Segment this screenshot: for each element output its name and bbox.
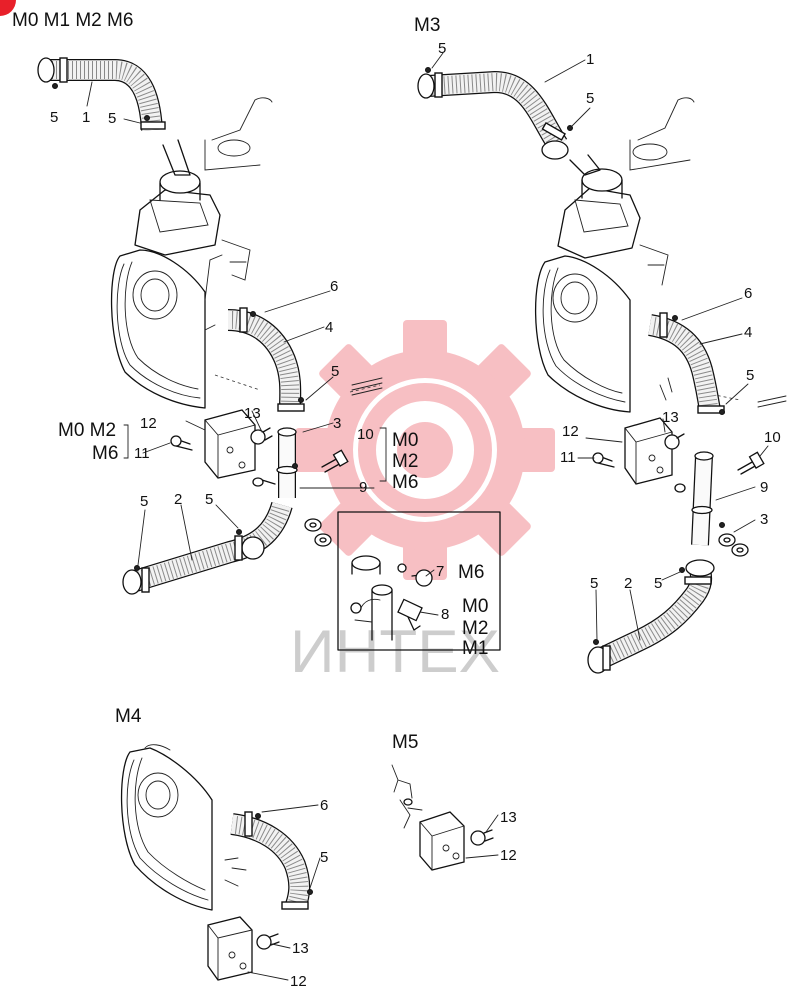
callout-5: 5 <box>654 575 662 592</box>
tube-3 <box>691 451 725 546</box>
group-label-part10-1: M0 <box>392 430 418 451</box>
callout-6: 6 <box>320 797 328 814</box>
group-label-part10-3: M6 <box>392 472 418 493</box>
callout-11: 11 <box>134 445 150 462</box>
callout-5: 5 <box>108 110 116 127</box>
callout-1: 1 <box>82 109 90 126</box>
callout-4: 4 <box>744 324 752 341</box>
callout-5: 5 <box>590 575 598 592</box>
callout-12: 12 <box>562 423 579 440</box>
callout-9: 9 <box>760 479 768 496</box>
bolt-10 <box>321 449 349 473</box>
callout-5: 5 <box>320 849 328 866</box>
callout-5: 5 <box>438 40 446 57</box>
assembly-m5: M5 13 12 <box>391 732 517 871</box>
group-label-part8-3: M1 <box>462 638 488 659</box>
callout-10: 10 <box>357 426 374 443</box>
group-labels-top-left: M0 M2 M6 M0 M2 M6 M6 M0 M2 M1 <box>58 420 488 659</box>
assembly-m4: M4 <box>115 706 328 990</box>
group-label-part8-1: M0 <box>462 596 488 617</box>
bracket-12 <box>592 377 686 493</box>
heading-m4: M4 <box>115 706 142 727</box>
watermark-gear-icon <box>295 320 555 580</box>
leader-lines <box>431 52 769 641</box>
callout-5: 5 <box>140 493 148 510</box>
engine-fragment <box>391 764 423 829</box>
callout-6: 6 <box>744 285 752 302</box>
engine-outline <box>110 97 383 409</box>
callout-13: 13 <box>500 809 517 826</box>
callout-13: 13 <box>244 405 261 422</box>
leader-lines <box>465 814 499 859</box>
callout-13: 13 <box>292 940 309 957</box>
callout-12: 12 <box>140 415 157 432</box>
callout-6: 6 <box>330 278 338 295</box>
callout-2: 2 <box>624 575 632 592</box>
callout-5: 5 <box>50 109 58 126</box>
callout-2: 2 <box>174 491 182 508</box>
inset-box <box>337 511 501 651</box>
tube-3 <box>276 427 298 498</box>
callouts-m4: 6 5 13 12 <box>290 797 328 990</box>
group-label-part7: M6 <box>458 562 484 583</box>
hose-upper <box>417 67 573 160</box>
engine-outline <box>534 97 787 413</box>
callouts-top-right: 5 1 5 6 4 5 13 12 11 10 9 3 5 2 5 <box>438 40 781 592</box>
hose-upper <box>37 57 166 131</box>
callout-4: 4 <box>325 319 333 336</box>
hose-middle <box>647 312 725 415</box>
callout-5: 5 <box>746 367 754 384</box>
callout-1: 1 <box>586 51 594 68</box>
washers <box>718 533 749 557</box>
hose-middle <box>230 811 313 910</box>
callouts-m5: 13 12 <box>500 809 517 864</box>
group-label-part10-2: M2 <box>392 451 418 472</box>
callout-13: 13 <box>662 409 679 426</box>
watermark-text: ИНТЕХ <box>290 618 500 685</box>
heading-top-right: M3 <box>414 15 440 36</box>
hose-middle <box>227 307 305 412</box>
assembly-top-right: M3 <box>414 15 787 674</box>
heading-m5: M5 <box>392 732 418 753</box>
leader-lines <box>247 804 321 981</box>
assembly-top-left: M0 M1 M2 M6 <box>12 10 501 659</box>
callout-5: 5 <box>586 90 594 107</box>
bracket-12 <box>170 409 276 487</box>
callout-11: 11 <box>560 449 576 466</box>
heading-top-left: M0 M1 M2 M6 <box>12 10 133 31</box>
callout-3: 3 <box>760 511 768 528</box>
hose-lower <box>587 559 715 674</box>
group-label-part8-2: M2 <box>462 618 488 639</box>
callout-5: 5 <box>205 491 213 508</box>
washers <box>304 518 332 547</box>
callout-9: 9 <box>359 479 367 496</box>
callout-12: 12 <box>290 973 307 990</box>
callouts-top-left: 1 5 5 6 4 5 3 13 12 11 10 9 2 5 5 7 8 <box>50 109 449 623</box>
callout-12: 12 <box>500 847 517 864</box>
callout-8: 8 <box>441 606 449 623</box>
watermark: ИНТЕХ <box>290 320 555 685</box>
leader-lines <box>86 81 439 616</box>
callout-5: 5 <box>331 363 339 380</box>
bracket-12 <box>207 916 280 981</box>
callout-3: 3 <box>333 415 341 432</box>
group-label-left-2: M6 <box>92 443 118 464</box>
callout-7: 7 <box>436 563 444 580</box>
bracket-12 <box>419 811 494 871</box>
callout-10: 10 <box>764 429 781 446</box>
group-label-left-1: M0 M2 <box>58 420 116 441</box>
corner-mark <box>0 0 16 16</box>
bolt-10 <box>737 451 765 475</box>
hose-lower <box>122 501 293 595</box>
engine-outline <box>120 744 247 911</box>
